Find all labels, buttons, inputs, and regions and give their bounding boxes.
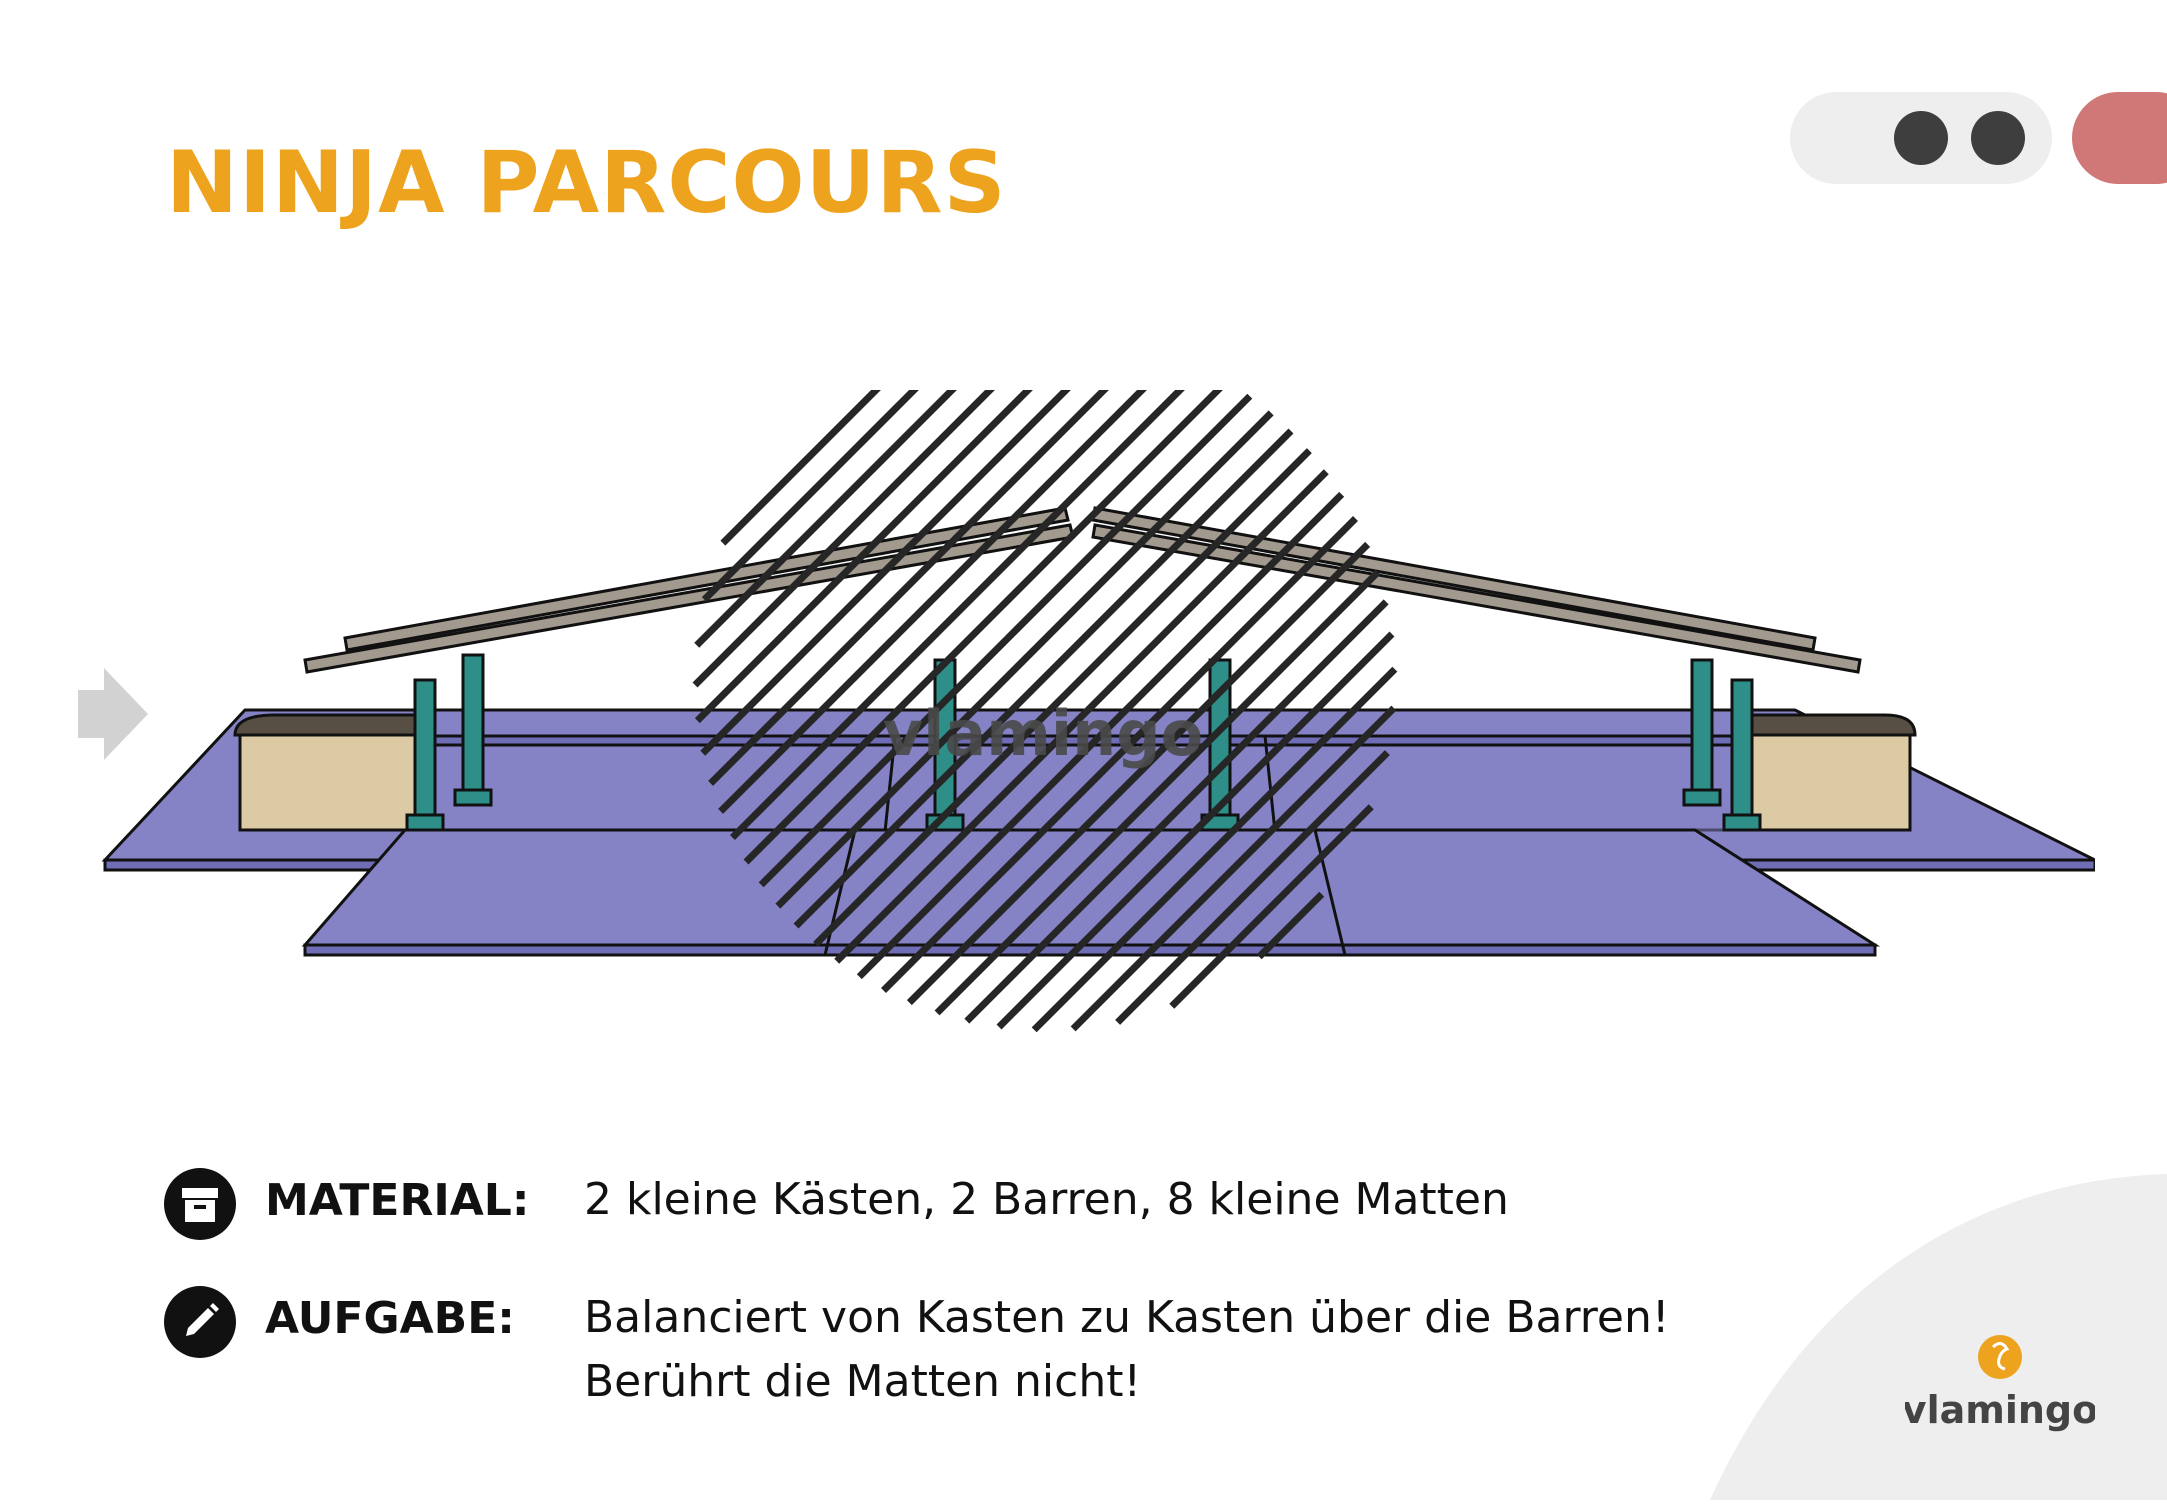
indicator-dot[interactable] [1971, 111, 2025, 165]
page-title: NINJA PARCOURS [166, 133, 1007, 233]
watermark: vlamingo [883, 697, 1203, 770]
watermark-hatch-line [708, 343, 1151, 786]
corner-decoration [1700, 1170, 2167, 1504]
watermark-hatch-line [743, 378, 1230, 865]
task-label: AUFGABE: [265, 1293, 515, 1344]
material-label: MATERIAL: [265, 1175, 530, 1226]
watermark-hatch-line [1256, 891, 1325, 960]
watermark-hatch-line [813, 448, 1312, 947]
watermark-hatch-line [964, 599, 1389, 1024]
watermark-hatch-line [1070, 705, 1397, 1032]
parcours-illustration: vlamingo [95, 327, 2097, 1124]
task-value: Balanciert von Kasten zu Kasten über die… [584, 1292, 1670, 1407]
side-tab[interactable] [2072, 92, 2167, 184]
material-value: 2 kleine Kästen, 2 Barren, 8 kleine Matt… [584, 1174, 1509, 1225]
watermark-hatch-line [906, 541, 1371, 1006]
watermark-hatch-line [1031, 666, 1398, 1033]
watermark-hatch-line [694, 329, 1089, 724]
archive-box-icon [164, 1168, 236, 1240]
watermark-hatch-line [1169, 804, 1374, 1009]
pencil-icon [164, 1286, 236, 1358]
watermark-hatch-line [718, 353, 1179, 814]
watermark-hatch-line [1115, 750, 1390, 1025]
arrow-right-icon[interactable] [78, 668, 148, 764]
watermark-hatch-line [758, 393, 1253, 888]
watermark-hatch-line [692, 327, 1053, 688]
watermark-hatch-line [793, 428, 1294, 929]
watermark-hatch-line [934, 569, 1381, 1016]
watermark-hatch-line [700, 335, 1121, 756]
watermark-hatch-line [729, 364, 1206, 841]
indicator-dot[interactable] [1894, 111, 1948, 165]
watermark-hatch-line [834, 469, 1329, 964]
brand-logo: vlamingo [1902, 1333, 2098, 1433]
page-indicator [1790, 92, 2052, 184]
watermark-hatch-line [881, 516, 1358, 993]
watermark-hatch-line [856, 491, 1345, 980]
watermark-hatch-line [996, 631, 1395, 1030]
brand-logo-text: vlamingo [1905, 1388, 2095, 1432]
watermark-hatch-line [775, 410, 1274, 909]
